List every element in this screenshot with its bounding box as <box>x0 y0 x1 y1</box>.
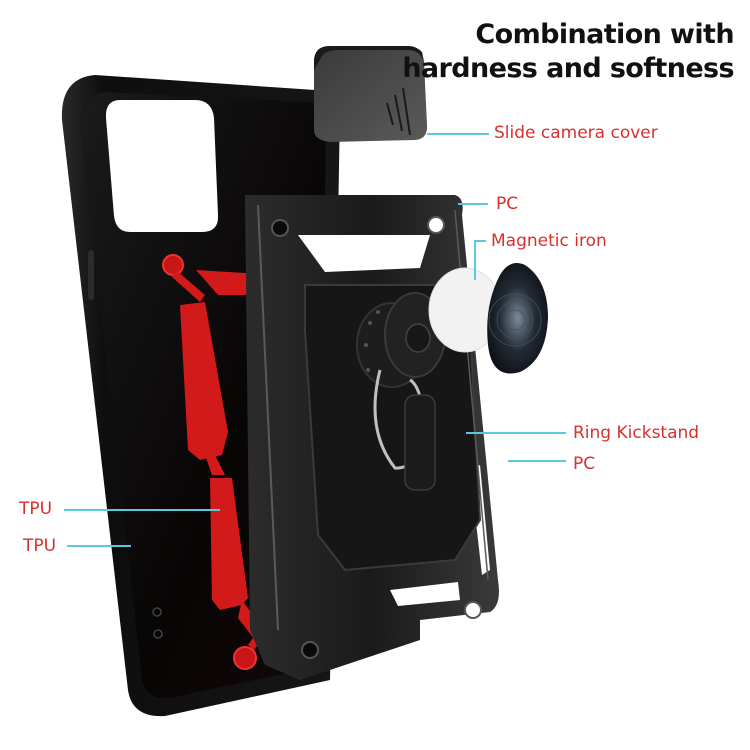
label-magnetic-iron: Magnetic iron <box>491 231 607 251</box>
ring-kickstand <box>356 292 446 491</box>
slide-camera-cover <box>314 46 428 142</box>
label-pc-bottom: PC <box>573 454 596 474</box>
headline-line-1: Combination with <box>475 19 734 50</box>
leader-ring-kickstand <box>466 432 566 434</box>
leader-pc-top <box>458 203 488 205</box>
leader-magnetic-iron-h <box>474 240 486 242</box>
magnetic-iron-disc <box>487 262 548 374</box>
leader-magnetic-iron-v <box>474 240 476 280</box>
label-tpu-outer: TPU <box>23 536 57 556</box>
leader-slide-camera-cover <box>427 133 489 135</box>
leader-tpu-inner <box>64 509 220 511</box>
label-pc-top: PC <box>496 194 519 214</box>
leader-tpu-outer <box>67 545 131 547</box>
headline: Combination with hardness and softness <box>402 18 734 86</box>
headline-line-2: hardness and softness <box>402 53 734 84</box>
label-tpu-inner: TPU <box>19 499 53 519</box>
label-slide-camera-cover: Slide camera cover <box>494 123 658 143</box>
leader-pc-bottom <box>508 460 566 462</box>
label-ring-kickstand: Ring Kickstand <box>573 423 700 443</box>
